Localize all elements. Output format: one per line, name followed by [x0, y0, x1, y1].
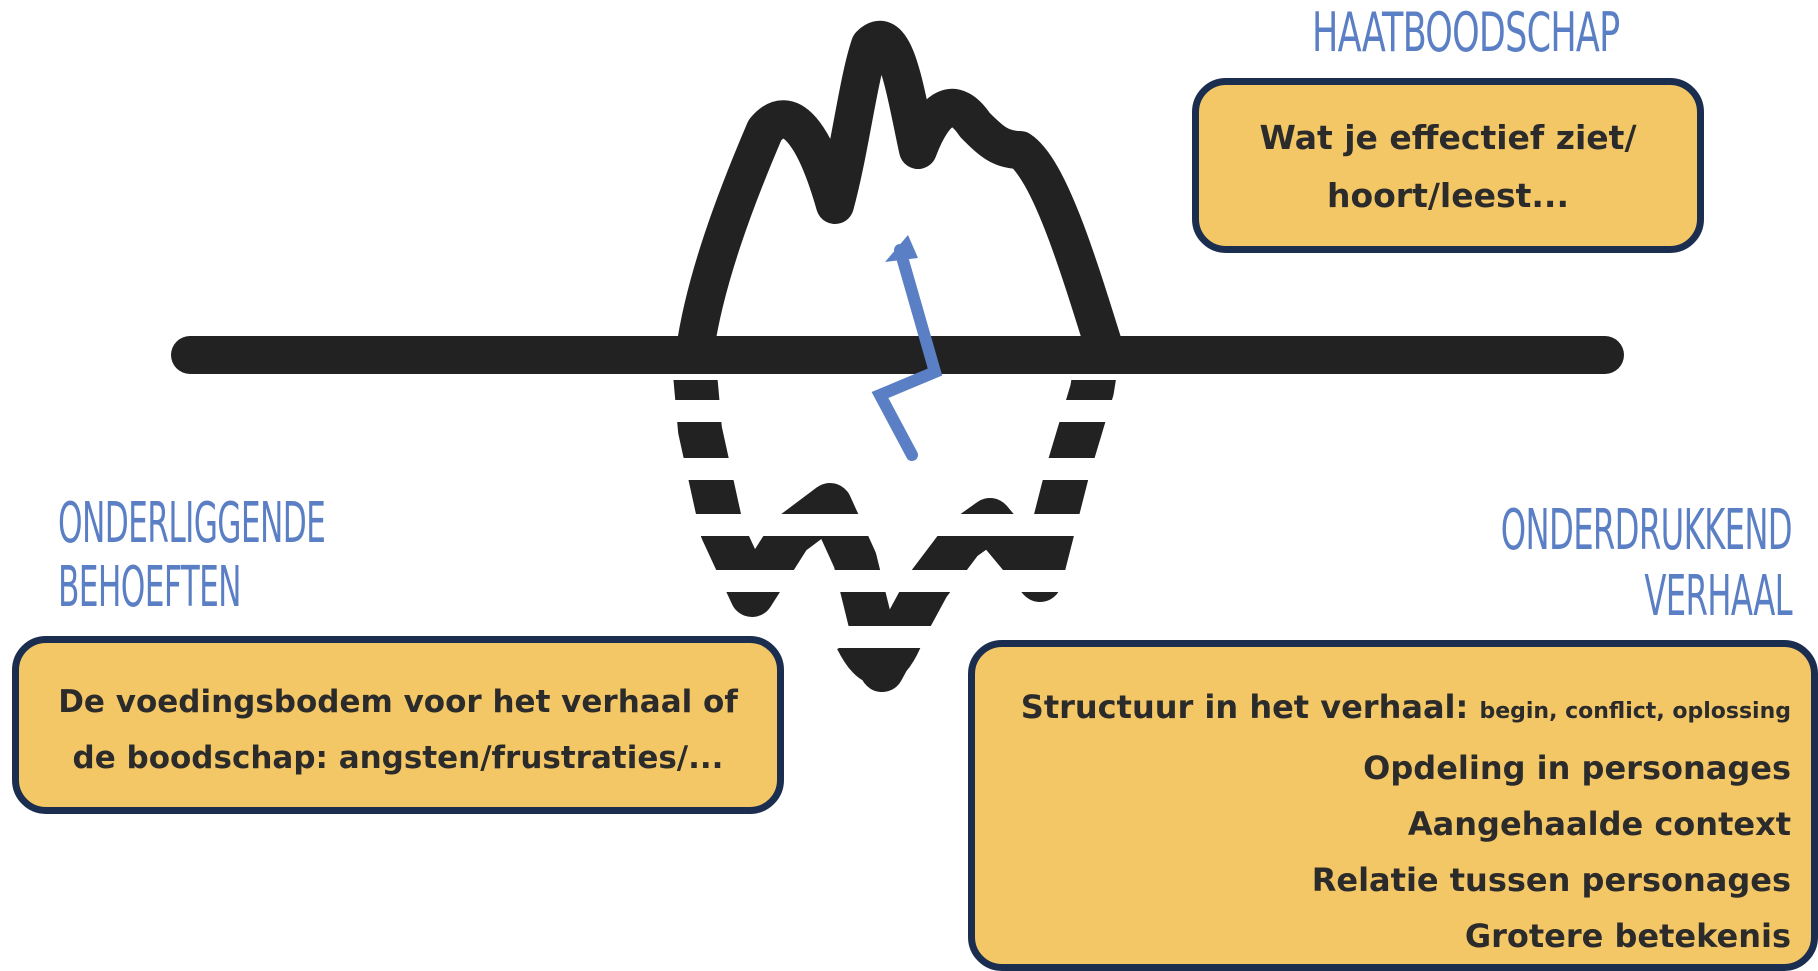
- title-onderliggende-line-1: ONDERLIGGENDE: [58, 491, 326, 556]
- box-haatboodschap-line-2: hoort/leest...: [1326, 176, 1570, 215]
- title-onderliggende-line-2: BEHOEFTEN: [58, 555, 242, 620]
- iceberg-tip-icon: [676, 21, 1124, 369]
- lightning-icon: [871, 235, 943, 461]
- title-onderdrukkend-line-2: VERHAAL: [1644, 564, 1792, 629]
- verhaal-item-structuur-detail: begin, conflict, oplossing: [1479, 699, 1791, 724]
- verhaal-item-structuur: Structuur in het verhaal: begin, conflic…: [995, 679, 1791, 740]
- verhaal-item-context: Aangehaalde context: [1407, 805, 1791, 843]
- box-onderdrukkend-verhaal: Structuur in het verhaal: begin, conflic…: [968, 640, 1818, 971]
- verhaal-item-betekenis: Grotere betekenis: [1464, 917, 1791, 955]
- box-haatboodschap-line-1: Wat je effectief ziet/: [1259, 118, 1637, 157]
- box-onderliggende-line-2: de boodschap: angsten/frustraties/...: [72, 740, 724, 776]
- box-onderliggende-line-1: De voedingsbodem voor het verhaal of: [58, 684, 738, 720]
- verhaal-item-relatie: Relatie tussen personages: [1311, 861, 1791, 899]
- title-onderliggende-behoeften: ONDERLIGGENDE BEHOEFTEN: [58, 491, 326, 620]
- title-onderdrukkend-verhaal: ONDERDRUKKEND VERHAAL: [1408, 498, 1793, 630]
- box-haatboodschap: Wat je effectief ziet/ hoort/leest...: [1192, 78, 1704, 253]
- iceberg-submerged-icon: [600, 380, 1200, 692]
- verhaal-item-structuur-main: Structuur in het verhaal:: [1020, 688, 1469, 726]
- verhaal-item-personages: Opdeling in personages: [1363, 749, 1791, 787]
- title-haatboodschap: HAATBOODSCHAP: [1312, 1, 1620, 64]
- box-onderliggende-behoeften: De voedingsbodem voor het verhaal of de …: [12, 636, 784, 814]
- title-onderdrukkend-line-1: ONDERDRUKKEND: [1500, 498, 1793, 563]
